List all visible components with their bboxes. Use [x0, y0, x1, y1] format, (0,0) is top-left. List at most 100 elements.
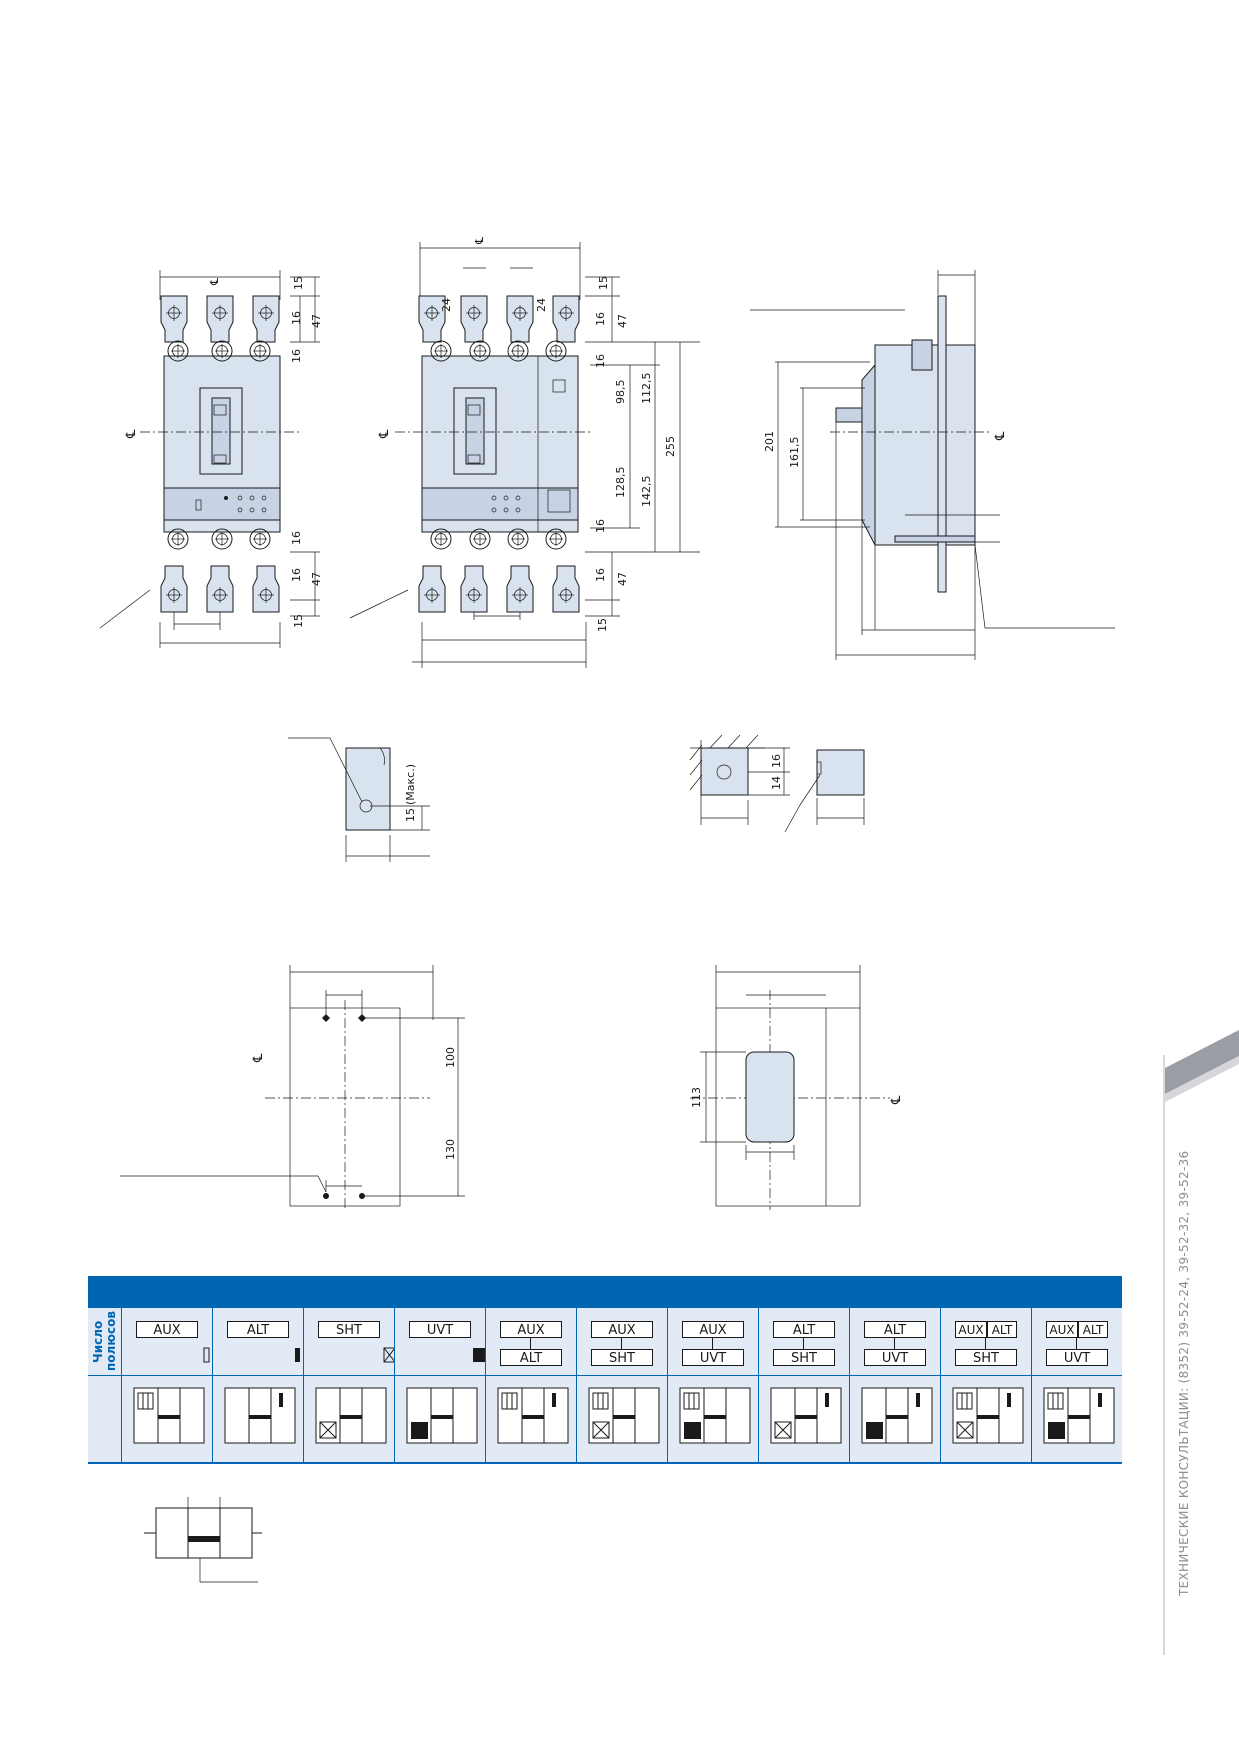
- dim-4p-h1: 98,5: [614, 380, 627, 405]
- col-label: UVT: [409, 1321, 471, 1338]
- sht-icon: [383, 1347, 394, 1363]
- col-label-bottom: SHT: [773, 1349, 835, 1366]
- schematic-alt: [224, 1387, 296, 1444]
- poles-label: Число полюсов: [90, 1311, 118, 1372]
- dim-bar-d1: 16: [770, 754, 783, 768]
- schematic-alt-uvt: [861, 1387, 933, 1444]
- table-col-5: AUX ALT: [486, 1308, 577, 1462]
- col-label-top: AUX: [591, 1321, 653, 1338]
- schematic-aux-alt-sht: [952, 1387, 1024, 1444]
- table-col-9: ALT UVT: [850, 1308, 941, 1462]
- dim-4p-gap-a: 24: [440, 298, 453, 312]
- col-label-bottom: ALT: [500, 1349, 562, 1366]
- svg-text:℄: ℄: [473, 237, 486, 245]
- svg-text:℄: ℄: [251, 1053, 266, 1063]
- side-rule: [1163, 1055, 1165, 1655]
- four-pole-front-view: ℄ ℄ 24 24 1: [349, 237, 700, 668]
- dim-4p-top-b: 16: [594, 312, 607, 326]
- panel-cutout-drawing: ℄ 113: [690, 965, 904, 1210]
- table-col-11: AUX ALT UVT: [1032, 1308, 1122, 1462]
- col-label-top-right: ALT: [987, 1321, 1017, 1338]
- svg-text:℄: ℄: [124, 429, 139, 439]
- schematic-aux: [133, 1387, 205, 1444]
- dim-3p-top-a: 15: [292, 276, 305, 290]
- dim-4p-bot: 15: [596, 618, 609, 632]
- col-label-top-right: ALT: [1078, 1321, 1108, 1338]
- dim-4p-top-c: 47: [616, 314, 629, 328]
- page-corner-tab: [1165, 1030, 1239, 1102]
- dim-3p-top-c: 47: [310, 314, 323, 328]
- col-label-top: ALT: [773, 1321, 835, 1338]
- dim-3p-low-b: 16: [290, 568, 303, 582]
- col-label-top-left: AUX: [955, 1321, 987, 1338]
- schematic-aux-alt: [497, 1387, 569, 1444]
- table-col-10: AUX ALT SHT: [941, 1308, 1032, 1462]
- uvt-icon: [473, 1348, 485, 1362]
- dim-mount-d1: 100: [444, 1047, 457, 1068]
- dim-term-d1: 15: [404, 808, 417, 822]
- legend-symbol: [144, 1497, 262, 1583]
- aux-icon: [203, 1347, 210, 1363]
- table-grid: Число полюсов AUX: [88, 1308, 1122, 1464]
- schematic-sht: [315, 1387, 387, 1444]
- col-label-top: AUX: [682, 1321, 744, 1338]
- dim-3p-low-c: 47: [310, 572, 323, 586]
- poles-column: Число полюсов: [88, 1308, 122, 1462]
- dim-4p-h3: 128,5: [614, 467, 627, 499]
- col-label-top: ALT: [864, 1321, 926, 1338]
- svg-text:℄: ℄: [377, 429, 392, 439]
- dim-mount-d2: 130: [444, 1139, 457, 1160]
- svg-text:℄: ℄: [993, 431, 1008, 441]
- dim-4p-total: 255: [664, 436, 677, 457]
- dim-4p-top-a: 15: [597, 276, 610, 290]
- mounting-holes-drawing: ℄ 100 130: [120, 965, 465, 1210]
- dim-3p-low-a: 16: [290, 531, 303, 545]
- contact-text: ТЕХНИЧЕСКИЕ КОНСУЛЬТАЦИИ: (8352) 39-52-2…: [1177, 1150, 1191, 1597]
- col-label: AUX: [136, 1321, 198, 1338]
- dim-bar-d2: 14: [770, 776, 783, 790]
- table-col-8: ALT SHT: [759, 1308, 850, 1462]
- schematic-uvt: [406, 1387, 478, 1444]
- col-label: SHT: [318, 1321, 380, 1338]
- col-label-bottom: UVT: [682, 1349, 744, 1366]
- dim-term-note: (Макс.): [404, 764, 417, 805]
- alt-icon: [295, 1348, 300, 1362]
- dim-side-d1: 201: [763, 431, 776, 452]
- col-label-bottom: UVT: [1046, 1349, 1108, 1366]
- col-label: ALT: [227, 1321, 289, 1338]
- col-label-top-left: AUX: [1046, 1321, 1078, 1338]
- dim-4p-h2: 112,5: [640, 373, 653, 405]
- schematic-aux-sht: [588, 1387, 660, 1444]
- table-col-6: AUX SHT: [577, 1308, 668, 1462]
- dim-3p-mid: 16: [290, 349, 303, 363]
- terminal-detail: 15 (Макс.): [288, 737, 430, 862]
- accessory-table: Число полюсов AUX: [88, 1276, 1122, 1464]
- schematic-aux-uvt: [679, 1387, 751, 1444]
- dim-4p-mid: 16: [594, 354, 607, 368]
- table-col-2: ALT: [213, 1308, 304, 1462]
- dim-4p-low-b: 16: [594, 568, 607, 582]
- table-header-bar: [88, 1276, 1122, 1308]
- dim-4p-low-c: 47: [616, 572, 629, 586]
- table-col-3: SHT: [304, 1308, 395, 1462]
- dim-3p-bot: 15: [292, 614, 305, 628]
- dim-4p-gap-b: 24: [535, 298, 548, 312]
- side-view: ℄ 201 161,5: [750, 270, 1115, 660]
- svg-text:℄: ℄: [889, 1095, 904, 1105]
- col-label-bottom: UVT: [864, 1349, 926, 1366]
- col-label-bottom: SHT: [591, 1349, 653, 1366]
- table-col-7: AUX UVT: [668, 1308, 759, 1462]
- dim-4p-h4: 142,5: [640, 476, 653, 508]
- bar-detail: 16 14: [689, 734, 865, 833]
- table-col-1: AUX: [122, 1308, 213, 1462]
- col-label-bottom: SHT: [955, 1349, 1017, 1366]
- dim-side-d2: 161,5: [788, 437, 801, 469]
- table-col-4: UVT: [395, 1308, 486, 1462]
- dim-cut-d1: 113: [690, 1087, 703, 1108]
- col-label-top: AUX: [500, 1321, 562, 1338]
- dim-3p-top-b: 16: [290, 311, 303, 325]
- svg-text:℄: ℄: [208, 278, 221, 286]
- schematic-aux-alt-uvt: [1043, 1387, 1115, 1444]
- three-pole-front-view: ℄ ℄ 15 16 47 16 16: [99, 270, 323, 648]
